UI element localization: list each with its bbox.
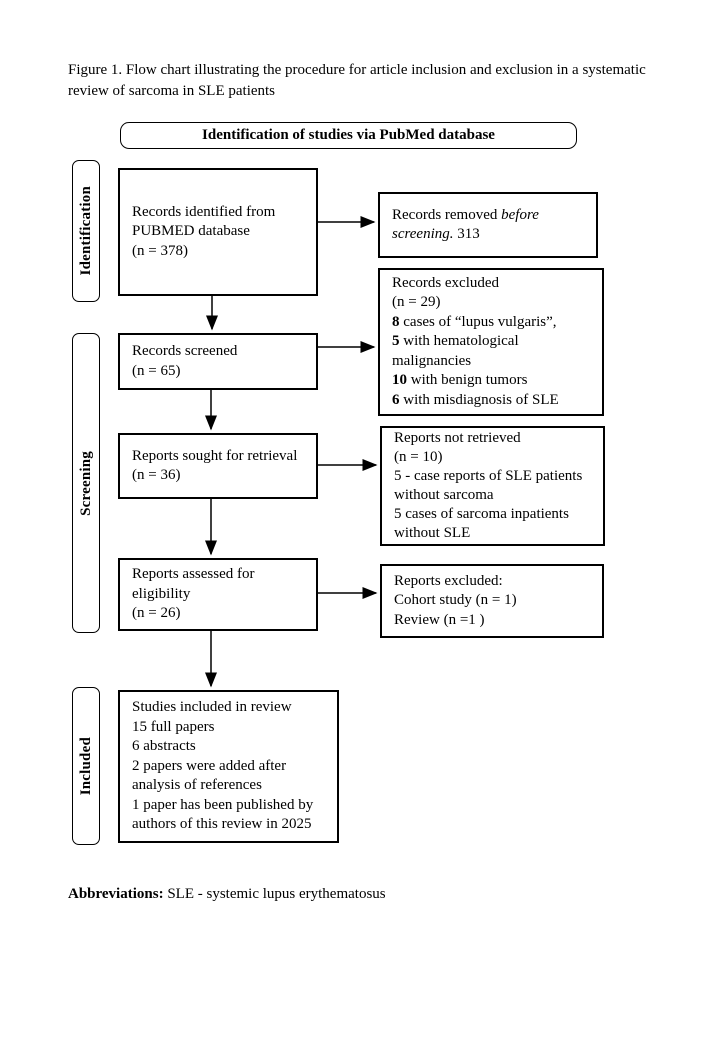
- text-segment: malignancies: [392, 352, 472, 369]
- box-reports-assessed: Reports assessed for eligibility (n = 26…: [118, 558, 318, 631]
- box-line: 1 paper has been published by: [132, 796, 314, 813]
- box-line: Reports not retrieved: [394, 430, 521, 446]
- box-records-excluded: Records excluded (n = 29) 8 cases of “lu…: [378, 268, 604, 416]
- text-segment: with benign tumors: [407, 372, 528, 389]
- box-reports-sought: Reports sought for retrieval (n = 36): [118, 433, 318, 499]
- stage-label-screening: Screening: [77, 450, 94, 516]
- box-line: 10 with benign tumors: [392, 371, 594, 391]
- box-line: Studies included in review: [132, 699, 292, 716]
- text-segment: Records excluded: [392, 274, 500, 291]
- box-line: screening. 313: [392, 225, 588, 245]
- flowchart-header-box: Identification of studies via PubMed dat…: [120, 122, 577, 149]
- abbreviations-line: Abbreviations: SLE - systemic lupus eryt…: [68, 886, 386, 903]
- box-records-removed: Records removed before screening. 313: [378, 192, 598, 258]
- box-line: PUBMED database: [132, 223, 250, 240]
- text-segment: (n = 29): [392, 294, 441, 311]
- box-line: Reports sought for retrieval: [132, 447, 298, 464]
- text-segment: with misdiagnosis of SLE: [399, 391, 559, 408]
- box-line: 5 cases of sarcoma inpatients: [394, 506, 569, 522]
- box-line: Records screened: [132, 343, 238, 359]
- abbreviations-text: SLE - systemic lupus erythematosus: [163, 886, 386, 902]
- box-line: Review (n =1 ): [394, 611, 485, 628]
- box-line: Reports excluded:: [394, 572, 503, 589]
- box-line: (n = 10): [394, 449, 443, 465]
- stage-bracket-identification: Identification: [72, 160, 100, 302]
- box-line: 6 abstracts: [132, 738, 196, 755]
- stage-bracket-screening: Screening: [72, 333, 100, 633]
- box-line: 5 - case reports of SLE patients: [394, 468, 583, 484]
- box-line: (n = 65): [132, 362, 181, 379]
- box-line: Records removed before: [392, 206, 588, 226]
- text-segment-italic: screening.: [392, 226, 454, 242]
- box-line: Reports assessed for: [132, 566, 255, 583]
- abbreviations-label: Abbreviations:: [68, 886, 164, 902]
- text-segment-bold: 5: [392, 333, 400, 350]
- box-line: (n = 26): [132, 605, 181, 622]
- box-line: analysis of references: [132, 777, 262, 794]
- figure-caption: Figure 1. Flow chart illustrating the pr…: [68, 62, 646, 99]
- text-segment: 313: [453, 226, 480, 242]
- text-segment-bold: 6: [392, 391, 400, 408]
- stage-bracket-included: Included: [72, 687, 100, 845]
- flowchart-header-label: Identification of studies via PubMed dat…: [202, 127, 495, 143]
- text-segment-italic: before: [501, 206, 539, 223]
- box-line: Records excluded: [392, 274, 594, 294]
- box-line: without SLE: [394, 525, 471, 541]
- box-line: 2 papers were added after: [132, 757, 287, 774]
- box-line: without sarcoma: [394, 487, 494, 503]
- box-line: malignancies: [392, 352, 594, 372]
- stage-label-identification: Identification: [77, 186, 94, 276]
- box-line: (n = 378): [132, 242, 188, 259]
- text-segment-bold: 10: [392, 372, 407, 389]
- box-line: (n = 29): [392, 293, 594, 313]
- box-line: authors of this review in 2025: [132, 816, 312, 833]
- box-line: eligibility: [132, 585, 191, 602]
- box-line: Cohort study (n = 1): [394, 592, 517, 609]
- text-segment: cases of “lupus vulgaris”,: [399, 313, 557, 330]
- box-line: (n = 36): [132, 467, 181, 483]
- box-line: 15 full papers: [132, 718, 215, 735]
- text-segment: with hematological: [399, 333, 519, 350]
- box-line: Records identified from: [132, 203, 276, 220]
- box-studies-included: Studies included in review 15 full paper…: [118, 690, 339, 843]
- stage-label-included: Included: [77, 736, 94, 796]
- box-records-screened: Records screened (n = 65): [118, 333, 318, 390]
- box-line: 8 cases of “lupus vulgaris”,: [392, 313, 594, 333]
- box-line: 6 with misdiagnosis of SLE: [392, 391, 594, 411]
- box-line: 5 with hematological: [392, 332, 594, 352]
- text-segment-bold: 8: [392, 313, 400, 330]
- text-segment: Records removed: [392, 206, 502, 223]
- box-reports-not-retrieved: Reports not retrieved (n = 10) 5 - case …: [380, 426, 605, 546]
- box-reports-excluded: Reports excluded: Cohort study (n = 1) R…: [380, 564, 604, 638]
- box-records-identified: Records identified from PUBMED database …: [118, 168, 318, 296]
